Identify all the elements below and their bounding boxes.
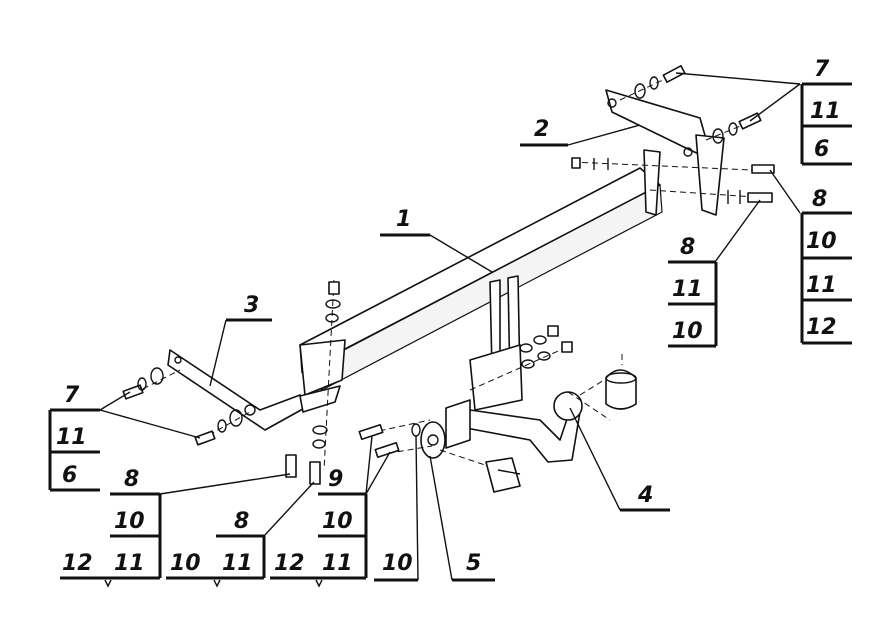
svg-text:11: 11	[810, 99, 841, 124]
table-bottom-1: 8 10 11 12	[60, 467, 162, 588]
tow-ball-cap	[605, 354, 637, 410]
callout-9: 9	[328, 467, 343, 492]
svg-text:10: 10	[672, 319, 703, 344]
callout-10-single: 10	[382, 551, 413, 576]
svg-text:11: 11	[222, 551, 253, 576]
table-left-a: 7 11 6	[48, 383, 100, 492]
table-bottom-2: 8 11 10	[166, 509, 266, 588]
electric-socket	[411, 399, 521, 493]
svg-text:8: 8	[680, 235, 695, 260]
svg-text:10: 10	[806, 229, 837, 254]
svg-text:12: 12	[274, 551, 305, 576]
table-bottom-3: 9 10 11 12	[270, 467, 368, 588]
leader-lines	[99, 72, 801, 582]
left-horizontal-fasteners	[122, 367, 251, 446]
svg-text:6: 6	[814, 137, 829, 162]
svg-text:11: 11	[56, 425, 87, 450]
left-vertical-fasteners	[285, 279, 341, 485]
part-callouts: 1 2 3 4 5 10	[244, 117, 653, 576]
svg-text:7: 7	[64, 383, 80, 408]
svg-text:8: 8	[234, 509, 249, 534]
svg-text:10: 10	[114, 509, 145, 534]
svg-text:10: 10	[322, 509, 353, 534]
svg-text:11: 11	[322, 551, 353, 576]
callout-5: 5	[466, 551, 481, 576]
tow-ball-neck	[465, 369, 621, 463]
svg-text:10: 10	[170, 551, 201, 576]
callout-3: 3	[244, 293, 259, 318]
svg-text:11: 11	[806, 273, 837, 298]
svg-text:12: 12	[806, 315, 837, 340]
svg-text:8: 8	[124, 467, 139, 492]
right-side-bracket	[605, 89, 725, 216]
callout-1: 1	[396, 207, 411, 232]
left-side-bracket	[167, 339, 346, 431]
center-drop-bracket	[469, 275, 573, 411]
table-mid-right: 8 11 10	[668, 235, 718, 348]
svg-text:11: 11	[114, 551, 145, 576]
callout-4: 4	[637, 483, 653, 508]
svg-text:8: 8	[812, 187, 827, 212]
svg-text:12: 12	[62, 551, 93, 576]
svg-text:11: 11	[672, 277, 703, 302]
callout-2: 2	[534, 117, 549, 142]
svg-text:7: 7	[814, 57, 830, 82]
table-top-right-a: 7 11 6	[800, 57, 852, 166]
table-top-right-b: 8 10 11 12	[800, 187, 852, 345]
socket-bolts	[358, 419, 433, 459]
svg-text:6: 6	[62, 463, 77, 488]
right-fasteners-bolts	[571, 157, 775, 204]
